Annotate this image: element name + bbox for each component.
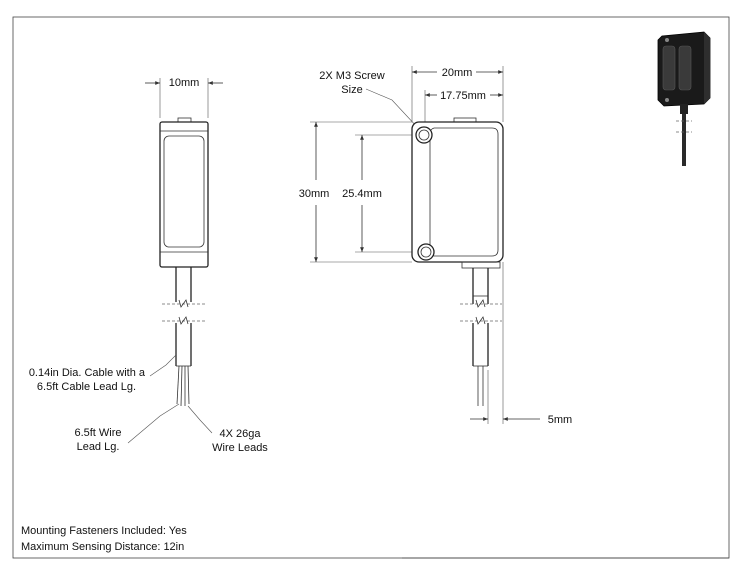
break-symbol-1	[178, 299, 189, 308]
cable-note-leader	[149, 354, 177, 377]
mounting-hole-bottom-inner	[420, 246, 432, 258]
wire-lead-1	[176, 365, 180, 405]
cable-offset-dim: 5mm	[548, 414, 572, 426]
leads-note-line1: 4X 26ga	[220, 428, 262, 440]
hole-spacing-height-dim: 25.4mm	[342, 188, 382, 200]
wire-note-line1: 6.5ft Wire	[74, 427, 121, 439]
overall-width-dim: 20mm	[442, 67, 473, 79]
side-break-symbol-2	[475, 316, 486, 325]
front-housing	[159, 121, 209, 268]
wire-note-leader	[127, 403, 180, 444]
photo-screw-top	[665, 38, 669, 42]
photo-sensor-side	[704, 32, 710, 104]
product-photo	[657, 31, 711, 166]
mounting-hole-bottom	[417, 243, 435, 261]
cable-note-line1: 0.14in Dia. Cable with a	[29, 367, 146, 379]
spec-mounting: Mounting Fasteners Included: Yes	[21, 525, 187, 537]
wire-lead-4	[187, 365, 190, 405]
wire-note-line2: Lead Lg.	[77, 441, 120, 453]
mounting-hole-top-inner	[418, 129, 430, 141]
photo-cable	[682, 114, 686, 166]
photo-strain-relief	[680, 104, 688, 114]
wire-lead-2	[180, 365, 183, 407]
screw-note-line2: Size	[341, 84, 362, 96]
photo-lens-right	[678, 45, 692, 91]
leads-note-leader	[187, 405, 213, 434]
front-width-dim: 10mm	[169, 77, 200, 89]
front-view: 10mm 0.14in Dia. Cable with a 6.5ft Cabl…	[29, 77, 269, 454]
strain-relief	[461, 261, 501, 269]
photo-screw-bottom	[665, 98, 669, 102]
spec-sensing: Maximum Sensing Distance: 12in	[21, 541, 184, 553]
side-break-symbol-1	[475, 299, 486, 308]
lens-window	[163, 135, 205, 248]
side-view: 20mm 17.75mm 2X M3 Screw Size 30mm 25.4m…	[299, 66, 572, 426]
height-dim: 30mm	[299, 188, 330, 200]
photo-lens-left	[662, 45, 676, 91]
side-housing	[411, 121, 504, 263]
break-symbol-2	[178, 316, 189, 325]
drawing-border	[12, 16, 730, 559]
screw-note-leader	[365, 88, 419, 129]
screw-note-line1: 2X M3 Screw	[319, 70, 384, 82]
mounting-hole-top	[415, 126, 433, 144]
leads-note-line2: Wire Leads	[212, 442, 268, 454]
cable-note-line2: 6.5ft Cable Lead Lg.	[37, 381, 136, 393]
hole-spacing-width-dim: 17.75mm	[440, 90, 486, 102]
